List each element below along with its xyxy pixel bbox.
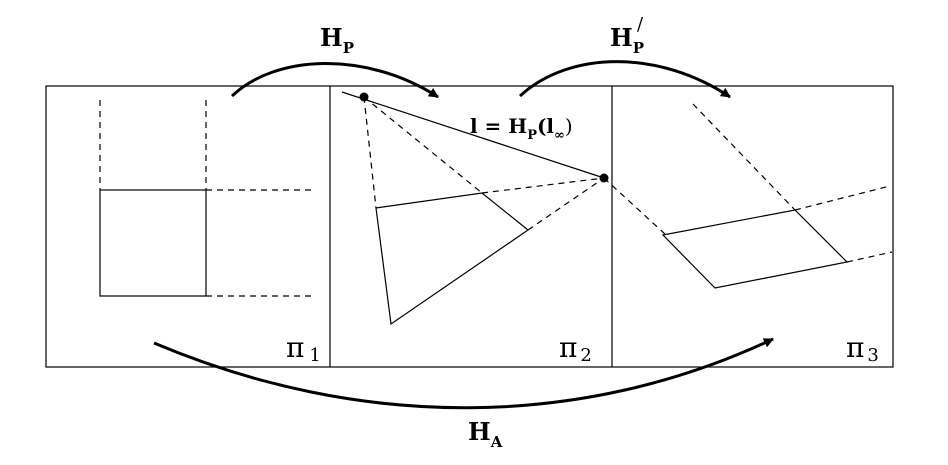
dashed-ray-2 — [363, 96, 483, 194]
panel-pi2 — [341, 91, 667, 326]
dashed-extension-3 — [846, 251, 893, 263]
panels — [45, 85, 894, 368]
panel-pi1 — [99, 100, 316, 297]
label-line-l: l = HP(l∞) — [470, 114, 573, 143]
square — [99, 189, 207, 297]
vanishing-point-1 — [359, 92, 369, 102]
dashed-ray-3 — [481, 177, 605, 194]
label-hp-prime-mark: / — [637, 14, 644, 35]
label-hp: HP — [320, 23, 354, 57]
projected-quadrilateral — [375, 192, 530, 326]
label-hp-prime: HP — [610, 23, 644, 57]
vanishing-point-2 — [599, 173, 609, 183]
arrow-ha — [153, 337, 774, 410]
vanishing-line — [341, 91, 605, 179]
dashed-extension-1 — [692, 103, 796, 211]
arrow-hp — [230, 62, 439, 99]
panels-frame — [45, 85, 894, 368]
panel-pi3 — [661, 103, 893, 289]
arrows — [153, 60, 774, 410]
dashed-ray-1 — [363, 96, 377, 209]
dashed-ray-4 — [527, 177, 605, 231]
dashed-ray-5 — [603, 177, 667, 236]
dashed-extension-2 — [794, 185, 891, 211]
label-ha: HA — [468, 417, 503, 451]
parallelogram — [661, 209, 849, 289]
arrow-hp-prime — [518, 60, 731, 99]
